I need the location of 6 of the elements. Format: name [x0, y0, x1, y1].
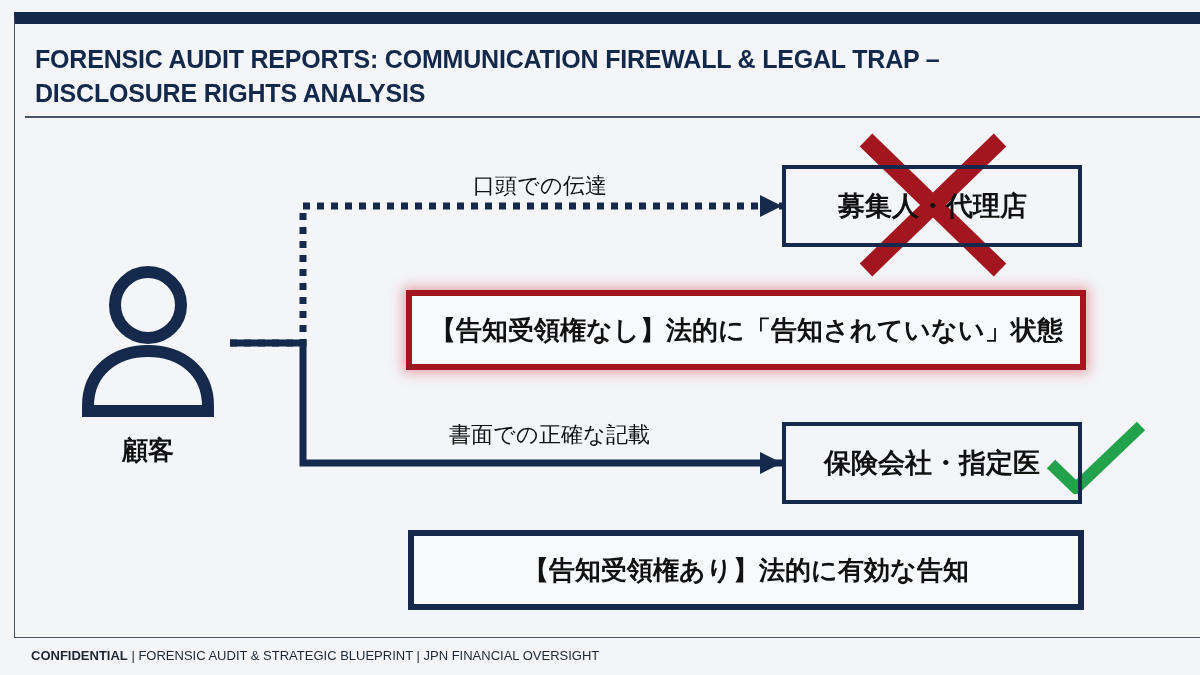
insurer-box: 保険会社・指定医	[782, 422, 1082, 504]
status-banner: 【告知受領権あり】法的に有効な告知	[408, 530, 1084, 610]
warning-banner: 【告知受領権なし】法的に「告知されていない」状態	[406, 290, 1086, 370]
diagram-title: FORENSIC AUDIT REPORTS: COMMUNICATION FIREWALL & LEGAL TRAP – DISCLOSURE RIGHTS ANALYSIS	[35, 44, 941, 109]
person-label: 顧客	[122, 434, 174, 467]
footer-note: CONFIDENTIAL | FORENSIC AUDIT & STRATEGIC BLUEPRINT | JPN FINANCIAL OVERSIGHT	[31, 648, 600, 663]
